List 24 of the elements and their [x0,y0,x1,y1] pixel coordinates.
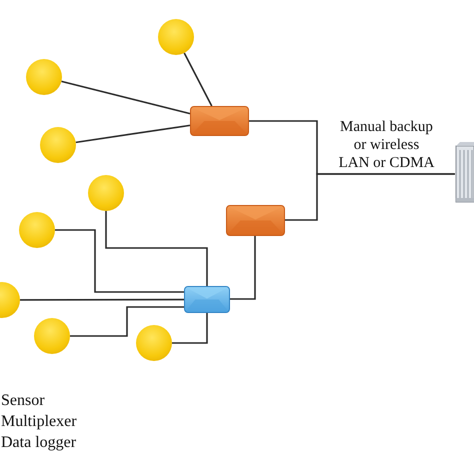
connector-line [76,124,190,144]
connector-line [172,313,208,344]
sensor-circle [34,318,70,354]
sensor-circle [26,59,62,95]
connector-line [184,52,212,106]
connector-line [61,80,190,114]
multiplexer-box [190,106,249,136]
multiplexer-box [184,286,230,313]
server-drawing [455,142,474,204]
connector-line [105,211,208,286]
connector-line [230,236,256,300]
connector-line [20,298,184,301]
legend-text: Data logger [1,433,76,453]
sensor-circle [19,212,55,248]
sensor-circle [158,19,194,55]
multiplexer-box [226,205,285,236]
sensor-circle [40,127,76,163]
connector-line [55,229,184,293]
sensor-circle [88,175,124,211]
legend-text: Multiplexer [1,412,77,432]
connector-line [70,306,184,337]
sensor-circle [136,325,172,361]
legend-text: Sensor [1,391,45,411]
connector-line [285,173,455,221]
